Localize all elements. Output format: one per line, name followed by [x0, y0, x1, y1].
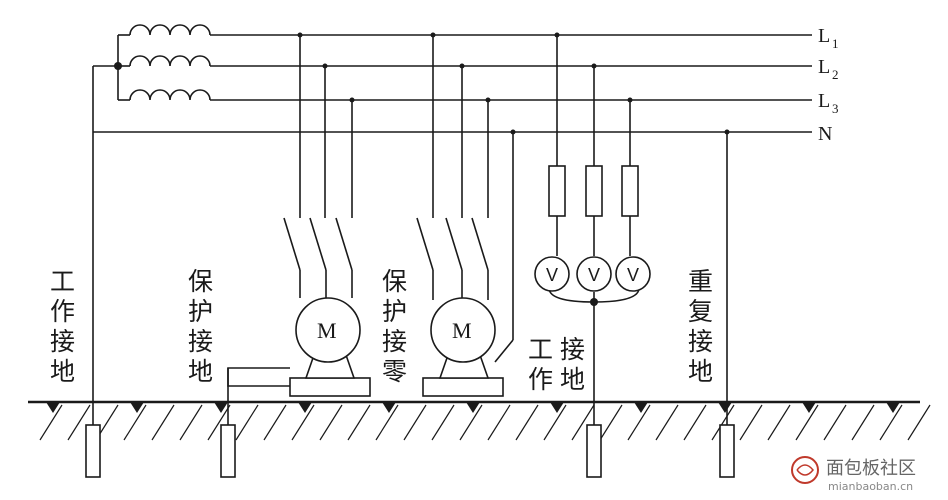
label-protect-ground: 保 护 接 地 [188, 267, 213, 386]
watermark-title: 面包板社区 [826, 458, 916, 479]
svg-text:护: 护 [188, 297, 213, 326]
svg-text:接: 接 [688, 327, 713, 356]
power-lines [93, 34, 812, 133]
watermark: 面包板社区 mianbaoban.cn [791, 456, 916, 493]
label-L1: L [818, 25, 830, 47]
svg-text:接: 接 [560, 335, 585, 364]
voltmeter-3-label: V [627, 265, 639, 285]
voltmeter-2-label: V [588, 265, 600, 285]
label-L1-sub: 1 [832, 36, 839, 51]
ground-electrode-4 [719, 424, 735, 478]
ground-electrode-2 [220, 424, 236, 478]
voltmeter-1 [534, 256, 570, 292]
fuse-2 [585, 165, 603, 217]
transformer-coils [92, 24, 211, 425]
label-work-ground-left: 工 作 接 地 [50, 267, 75, 386]
svg-text:保: 保 [188, 267, 213, 296]
fuse-1 [548, 165, 566, 217]
motor-1 [295, 297, 361, 363]
svg-text:地: 地 [688, 357, 713, 386]
svg-text:零: 零 [382, 357, 407, 386]
svg-text:接: 接 [382, 327, 407, 356]
svg-text:工: 工 [50, 267, 75, 296]
watermark-url: mianbaoban.cn [828, 480, 913, 493]
label-repeat-ground: 重 复 接 地 [688, 267, 713, 386]
svg-text:地: 地 [560, 365, 585, 394]
svg-text:作: 作 [50, 297, 75, 326]
line-labels: L 1 L 2 L 3 N [818, 25, 839, 145]
motor-1-label: M [317, 318, 337, 343]
motor-2-label: M [452, 318, 472, 343]
svg-text:重: 重 [688, 267, 713, 296]
svg-text:保: 保 [382, 267, 407, 296]
ground-electrode-3 [586, 424, 602, 478]
ground-surface [28, 400, 931, 441]
motor-2 [430, 297, 496, 363]
label-protect-neutral: 保 护 接 零 [382, 267, 407, 386]
svg-text:地: 地 [188, 357, 213, 386]
voltmeter-3 [615, 256, 651, 292]
label-work-ground-mid: 工 作 接 地 [528, 335, 585, 394]
label-N: N [818, 123, 832, 145]
label-L2-sub: 2 [832, 67, 839, 82]
svg-text:工: 工 [528, 335, 553, 364]
svg-text:地: 地 [50, 357, 75, 386]
watermark-logo-icon [791, 456, 819, 484]
svg-text:作: 作 [528, 365, 553, 394]
voltmeter-2 [576, 256, 612, 292]
svg-text:接: 接 [50, 327, 75, 356]
svg-text:护: 护 [382, 297, 407, 326]
label-L3-sub: 3 [832, 101, 839, 116]
label-L2: L [818, 56, 830, 78]
voltmeter-1-label: V [546, 265, 558, 285]
fuse-3 [621, 165, 639, 217]
label-L3: L [818, 90, 830, 112]
svg-text:接: 接 [188, 327, 213, 356]
motor-1-pe [227, 367, 290, 387]
ground-electrode-1 [85, 424, 101, 478]
fuse-meter-wiring [548, 32, 640, 425]
svg-text:复: 复 [688, 297, 713, 326]
